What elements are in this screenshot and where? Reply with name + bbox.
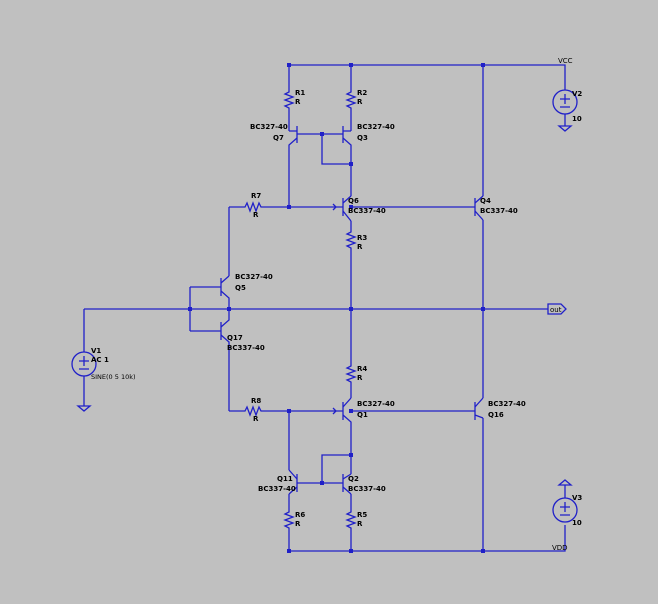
r4-value: R <box>357 374 363 382</box>
q6-name: Q6 <box>348 197 359 205</box>
r1-value: R <box>295 98 301 106</box>
q7-name: Q7 <box>273 134 284 142</box>
q17-name: Q17 <box>227 334 243 342</box>
resistor-r8[interactable] <box>229 405 289 417</box>
q5-model: BC327-40 <box>235 273 273 281</box>
q3-model: BC327-40 <box>357 123 395 131</box>
resistor-r7[interactable] <box>229 201 289 213</box>
source-v3[interactable] <box>552 479 578 523</box>
transistor-q11[interactable] <box>288 411 322 495</box>
transistor-q1[interactable] <box>289 397 352 474</box>
vdd-rail <box>288 418 566 552</box>
source-v1[interactable] <box>71 308 190 412</box>
junctions <box>188 63 485 553</box>
v2-name: V2 <box>572 90 582 98</box>
resistor-r4[interactable] <box>345 362 357 398</box>
resistor-r6[interactable] <box>283 494 295 530</box>
vcc-rail <box>288 64 566 196</box>
r2-name: R2 <box>357 89 367 97</box>
v3-value: 10 <box>572 519 582 527</box>
r8-value: R <box>253 415 259 423</box>
q11-name: Q11 <box>277 475 293 483</box>
r6-name: R6 <box>295 511 305 519</box>
q5-name: Q5 <box>235 284 246 292</box>
v1-func: SINE(0 5 10k) <box>91 373 136 381</box>
q16-model: BC327-40 <box>488 400 526 408</box>
q4-model: BC337-40 <box>480 207 518 215</box>
output-label: out <box>550 306 562 314</box>
q1-model: BC327-40 <box>357 400 395 408</box>
q11-model: BC337-40 <box>258 485 296 493</box>
q6-model: BC337-40 <box>348 207 386 215</box>
q7-model: BC327-40 <box>250 123 288 131</box>
r3-value: R <box>357 243 363 251</box>
r5-value: R <box>357 520 363 528</box>
q3-name: Q3 <box>357 134 368 142</box>
transistor-q2[interactable] <box>321 454 352 495</box>
v1-name: V1 <box>91 347 101 355</box>
resistor-r2[interactable] <box>345 88 357 124</box>
resistor-r5[interactable] <box>345 494 357 530</box>
output-port[interactable]: out <box>547 303 567 315</box>
v1-value: AC 1 <box>91 356 109 364</box>
q2-name: Q2 <box>348 475 359 483</box>
v2-value: 10 <box>572 115 582 123</box>
resistor-r1[interactable] <box>283 88 295 124</box>
transistor-q17[interactable] <box>189 287 230 411</box>
transistor-q7[interactable] <box>288 124 322 207</box>
transistor-q4[interactable] <box>351 195 484 221</box>
q16-name: Q16 <box>488 411 504 419</box>
v3-name: V3 <box>572 494 582 502</box>
q2-model: BC337-40 <box>348 485 386 493</box>
vdd-label: VDD <box>552 544 568 552</box>
r7-value: R <box>253 211 259 219</box>
r5-name: R5 <box>357 511 367 519</box>
transistor-q16[interactable] <box>351 397 484 420</box>
r8-name: R8 <box>251 397 261 405</box>
q17-model: BC337-40 <box>227 344 265 352</box>
transistor-q6[interactable] <box>289 195 352 222</box>
r3-name: R3 <box>357 234 367 242</box>
r7-name: R7 <box>251 192 261 200</box>
transistor-q3[interactable] <box>321 124 352 196</box>
r4-name: R4 <box>357 365 367 373</box>
r1-name: R1 <box>295 89 305 97</box>
transistor-q5[interactable] <box>190 207 230 309</box>
source-v2[interactable] <box>552 89 578 132</box>
vcc-label: VCC <box>558 57 573 65</box>
r2-value: R <box>357 98 363 106</box>
resistor-r3[interactable] <box>345 221 357 252</box>
q4-name: Q4 <box>480 197 491 205</box>
r6-value: R <box>295 520 301 528</box>
output-node-wire <box>190 220 548 398</box>
q1-name: Q1 <box>357 411 368 419</box>
